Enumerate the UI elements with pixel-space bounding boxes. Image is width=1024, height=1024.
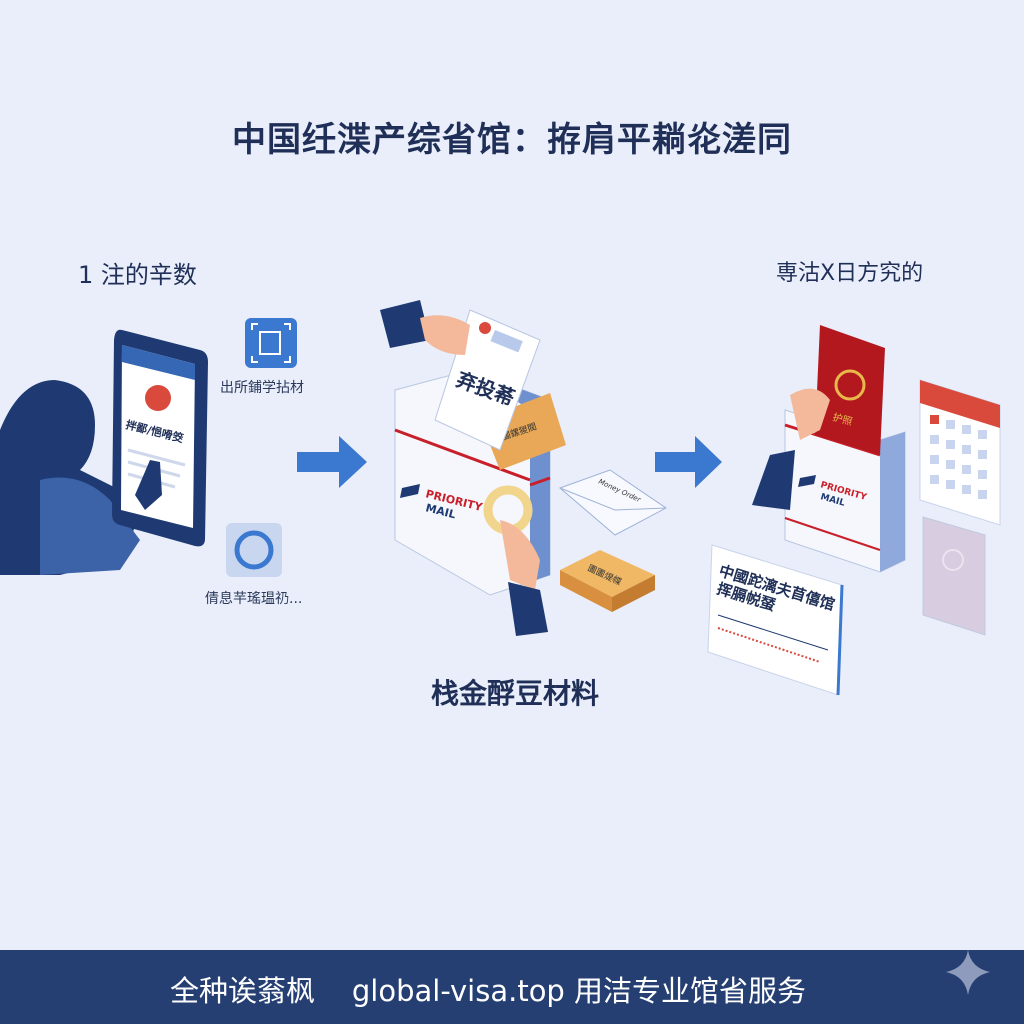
small-package: 圕圕煶幉 <box>560 550 655 612</box>
calendar-icon <box>919 379 1001 526</box>
step2-caption: 栈金酻豆材料 <box>430 677 599 710</box>
hand-holding-document <box>380 300 470 355</box>
arrow-right-icon <box>655 436 722 488</box>
arrow-right-icon <box>297 436 367 488</box>
footer-text: 全种诶蓊枫 global-visa.top 用洁专业馆省服务 <box>170 974 807 1008</box>
scan-icon <box>245 318 297 368</box>
phone: 拌鄙/悒嗗筊 <box>112 329 208 547</box>
scan-icon-label: 出所鋪学拈材 <box>220 380 304 396</box>
step3-label: 専沽X日方究的 <box>776 261 924 286</box>
sparkle-icon <box>946 950 990 995</box>
address-card: 中國跎漓夫苜僖馆 挥膈帨蝅 <box>707 544 844 696</box>
person-silhouette <box>0 380 160 575</box>
passport: 护照 <box>815 325 885 455</box>
page-title: 中国纴渫产综省馆：拵肩平耥炛溠同 <box>232 120 792 160</box>
circle-icon <box>226 523 282 577</box>
process-illustration: 拌鄙/悒嗗筊 出所鋪学拈材 倩息芉瑤瑥礽... PRIORITY MAIL 圕鏍… <box>0 300 1001 696</box>
faded-passport <box>922 516 986 636</box>
footer-bar <box>0 950 1024 1024</box>
money-order-envelope: Money Order <box>559 469 667 536</box>
step1-label: 1 注的辛数 <box>78 261 197 289</box>
tape-roll <box>483 485 548 636</box>
hand-holding-passport <box>752 388 830 510</box>
circle-icon-label: 倩息芉瑤瑥礽... <box>205 590 302 607</box>
